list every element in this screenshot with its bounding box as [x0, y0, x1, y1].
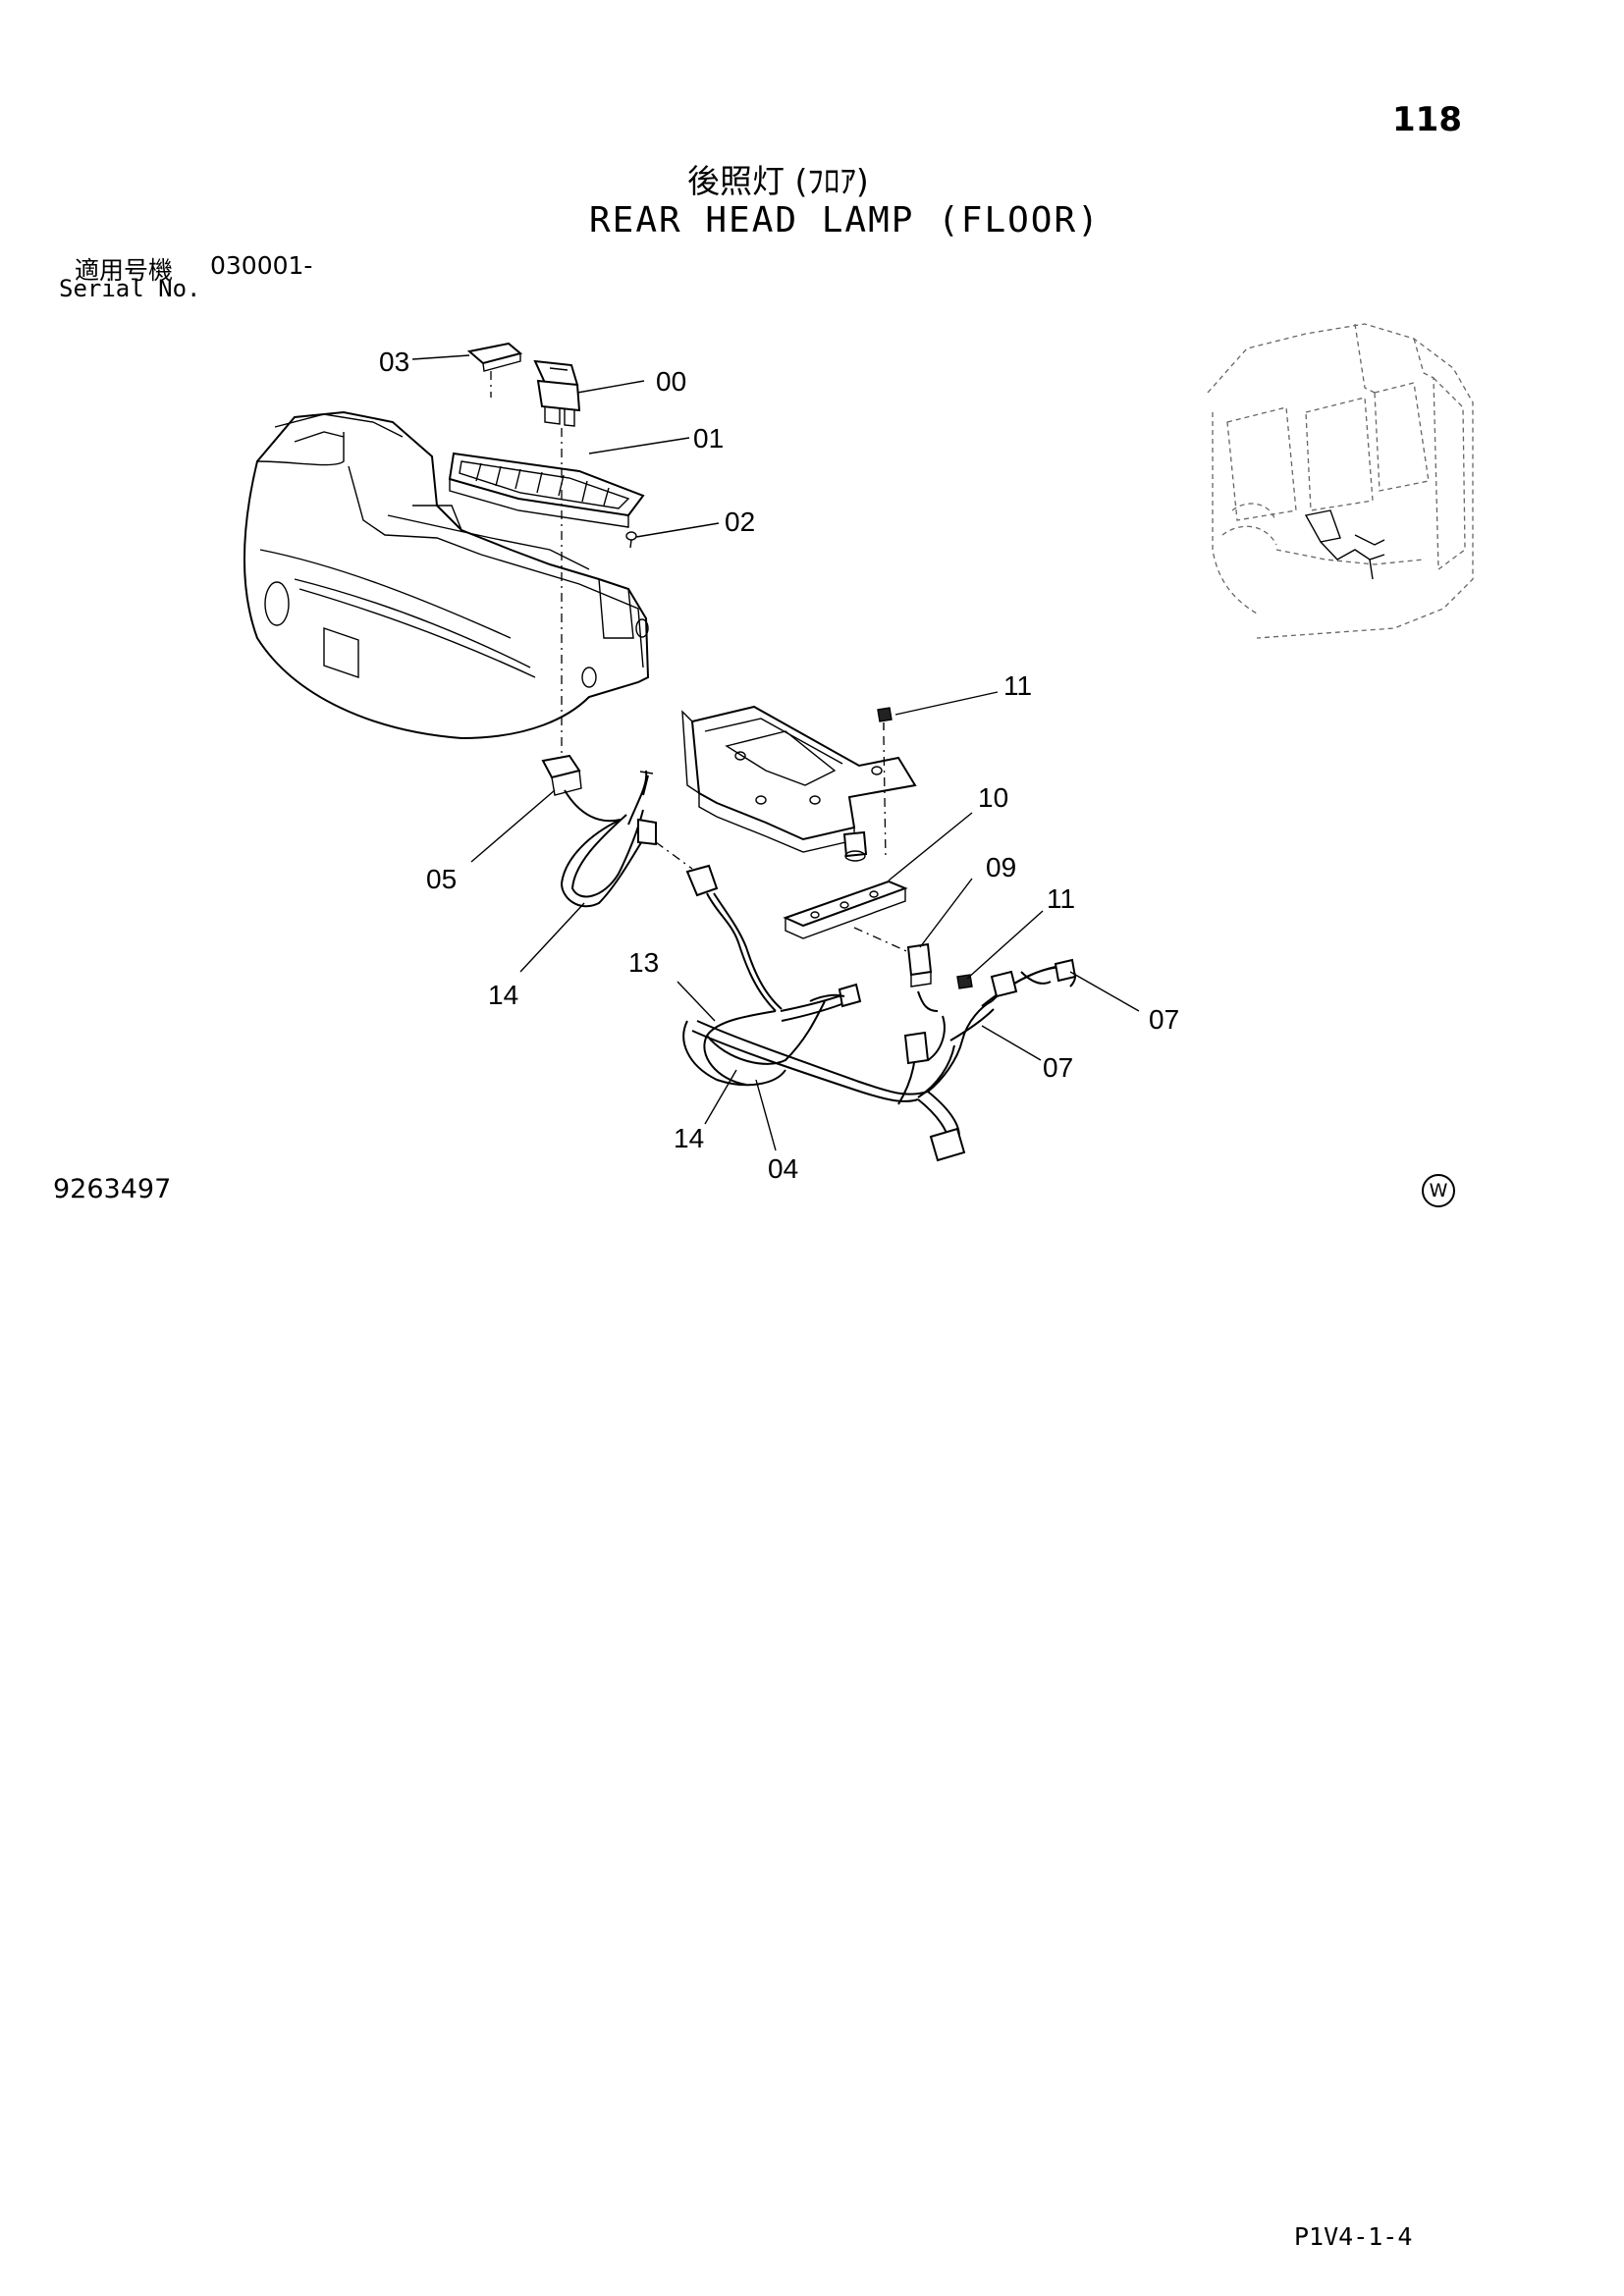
callout-leaders: [411, 354, 1140, 1151]
callout-14-lower: 14: [674, 1123, 704, 1153]
callout-00: 00: [656, 366, 686, 397]
callout-07-right: 07: [1149, 1004, 1179, 1035]
callout-14-upper: 14: [488, 980, 518, 1010]
serial-number-value: 030001-: [210, 251, 313, 280]
bolt-part-11-upper: [877, 707, 893, 730]
cover-part-03: [466, 342, 523, 372]
page-number: 118: [1392, 100, 1462, 139]
w-mark-badge: W: [1422, 1174, 1455, 1207]
screw-part-02: [625, 531, 637, 549]
switch-panel-part-01: [448, 452, 645, 528]
callout-05: 05: [426, 864, 457, 894]
harness-loop-14-upper: [560, 770, 657, 908]
callout-01: 01: [693, 423, 724, 454]
title-japanese: 後照灯 (ﾌﾛｱ): [687, 162, 869, 200]
relay-part-09: [906, 942, 933, 988]
callout-09: 09: [986, 852, 1016, 882]
callout-10: 10: [978, 782, 1008, 813]
serial-label-english: Serial No.: [59, 275, 201, 302]
console-housing: [243, 410, 650, 740]
bracket-bar-part-10: [783, 880, 908, 939]
switch-part-00: [533, 359, 581, 427]
main-harness-part-04: [682, 864, 1077, 1162]
mounting-bracket: [681, 705, 917, 862]
cab-location-thumbnail: [1207, 323, 1474, 639]
serial-label-japanese: 適用号機: [75, 256, 174, 285]
callout-04: 04: [768, 1153, 798, 1184]
connector-part-05: [541, 754, 622, 823]
callout-07-lower: 07: [1043, 1052, 1073, 1083]
drawing-number: 9263497: [53, 1174, 172, 1204]
title-english: REAR HEAD LAMP (FLOOR): [589, 200, 1101, 240]
callout-11-lower: 11: [1047, 883, 1075, 914]
page-code: P1V4-1-4: [1294, 2222, 1413, 2251]
callout-13: 13: [628, 947, 659, 978]
callout-02: 02: [725, 507, 755, 537]
callout-03: 03: [379, 347, 409, 377]
callout-11-upper: 11: [1003, 670, 1032, 701]
